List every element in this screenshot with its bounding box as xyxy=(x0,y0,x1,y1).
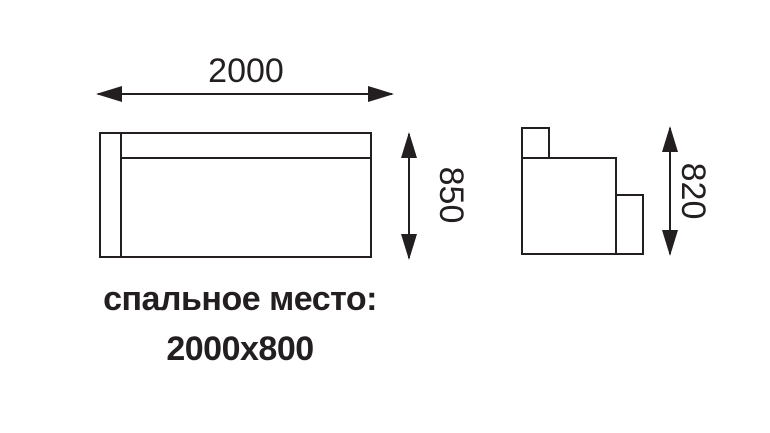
side-height-label: 820 xyxy=(674,163,712,220)
sleeping-place-caption: спальное место: xyxy=(103,280,377,318)
front-height-dimension-arrow xyxy=(401,132,417,260)
side-armrest xyxy=(615,194,644,255)
sleeping-place-size: 2000x800 xyxy=(166,330,314,368)
sofa-side-view xyxy=(521,127,644,255)
front-height-label: 850 xyxy=(432,167,470,224)
side-height-dimension-arrow xyxy=(662,126,678,256)
width-dimension-arrow xyxy=(96,86,394,102)
side-seat-body xyxy=(521,157,617,255)
side-backrest-top xyxy=(521,127,550,159)
sofa-front-outline xyxy=(99,132,372,258)
width-label: 2000 xyxy=(208,52,284,90)
sofa-front-view xyxy=(99,132,372,258)
